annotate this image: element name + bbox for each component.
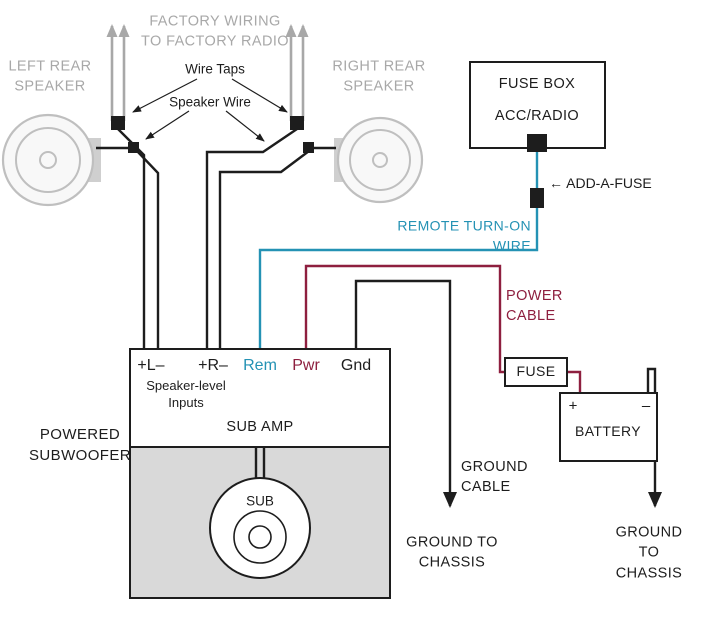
acc-radio-label: ACC/RADIO <box>494 107 580 124</box>
terminal-gnd-label: Gnd <box>340 356 372 374</box>
speaker-wire-label: Speaker Wire <box>169 94 251 110</box>
fuse-box-label: FUSE BOX <box>498 75 576 92</box>
wire-taps-label: Wire Taps <box>185 61 245 77</box>
battery-plus-terminal: + <box>568 397 578 415</box>
sub-label: SUB <box>246 493 274 509</box>
battery-box <box>559 392 658 462</box>
right-speaker-cone <box>349 129 411 191</box>
add-a-fuse-holder <box>530 188 544 208</box>
wire-taps-pointer-right <box>231 78 288 113</box>
right-speaker-wire-2 <box>218 150 310 349</box>
sub-amp-label: SUB AMP <box>226 418 294 435</box>
fuse-box <box>469 61 606 149</box>
fuse-label: FUSE <box>516 363 556 380</box>
sub-driver-cone <box>233 510 287 564</box>
left-connector <box>128 142 139 153</box>
ground-cable-wire <box>354 279 457 508</box>
power-cable-fuse-to-battery <box>568 370 582 392</box>
battery-minus-terminal: – <box>641 397 651 415</box>
speaker-wire-pointer-left <box>145 110 190 140</box>
ground-cable-label: GROUND CABLE <box>461 459 528 496</box>
wire-taps-pointer-left <box>132 78 198 113</box>
left-speaker-wire-1 <box>117 128 146 349</box>
power-cable-amp-to-fuse <box>304 264 504 374</box>
factory-wiring-label: FACTORY WIRING TO FACTORY RADIO <box>141 13 289 50</box>
right-speaker-wire-1 <box>205 128 298 349</box>
sub-driver-dustcap <box>248 525 272 549</box>
sub-driver-leads <box>254 447 266 478</box>
power-cable-label: POWER CABLE <box>506 288 563 325</box>
wire-tap-left <box>111 116 125 130</box>
inline-fuse-box <box>504 357 568 387</box>
battery-label: BATTERY <box>574 423 642 440</box>
speaker-level-inputs-label: Speaker-level Inputs <box>146 378 226 410</box>
remote-turn-on-label: REMOTE TURN-ON WIRE <box>397 217 531 253</box>
terminal-pwr-label: Pwr <box>292 356 320 374</box>
fuse-box-tap-connector <box>527 134 547 152</box>
sub-driver-outer <box>209 477 311 579</box>
terminal-rem-label: Rem <box>243 356 277 374</box>
left-speaker-wire-2 <box>136 150 160 349</box>
right-speaker-dustcap <box>372 152 388 168</box>
sub-amp-box <box>129 348 391 448</box>
add-a-fuse-label: ← ADD-A-FUSE <box>549 175 652 192</box>
ground-to-chassis-left-label: GROUND TO CHASSIS <box>406 534 498 571</box>
right-connector <box>303 142 314 153</box>
left-speaker-cone <box>15 127 81 193</box>
right-rear-speaker-label: RIGHT REAR SPEAKER <box>332 58 426 95</box>
speaker-wire-pointer-right <box>225 110 265 142</box>
left-rear-speaker-label: LEFT REAR SPEAKER <box>8 58 92 95</box>
wire-tap-right <box>290 116 304 130</box>
terminal-right-label: +R– <box>198 356 228 374</box>
ground-to-chassis-right-label: GROUND TO CHASSIS <box>615 524 683 582</box>
left-speaker-dustcap <box>39 151 57 169</box>
powered-subwoofer-label: POWERED SUBWOOFER <box>29 426 131 464</box>
terminal-left-label: +L– <box>137 356 165 374</box>
